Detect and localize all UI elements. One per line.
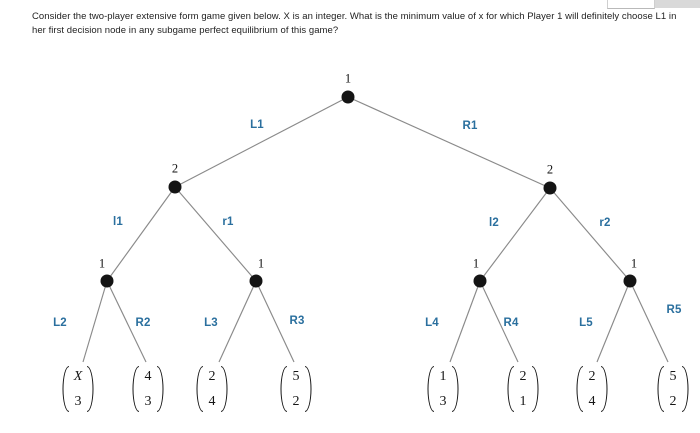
paren-right-icon (681, 366, 690, 412)
paren-left-icon (62, 366, 71, 412)
tree-edges (82, 96, 669, 363)
toolbar-input-box[interactable] (607, 0, 655, 9)
toolbar-grey-panel (655, 0, 700, 8)
edge-l2 (479, 187, 551, 282)
paren-right-icon (220, 366, 229, 412)
paren-left-icon (427, 366, 436, 412)
paren-left-icon (657, 366, 666, 412)
payoff-p2: 4 (588, 394, 596, 409)
edge-L2 (82, 280, 108, 363)
paren-left-icon (576, 366, 585, 412)
edge-R2 (106, 280, 147, 363)
paren-left-icon (132, 366, 141, 412)
node-player-label-root: 1 (344, 71, 352, 86)
edge-R4 (479, 280, 519, 363)
edge-L1 (174, 96, 349, 188)
edge-R1 (347, 96, 551, 189)
edge-L5 (596, 280, 631, 363)
decision-node-root[interactable] (341, 90, 355, 104)
payoff-p1: 1 (439, 369, 447, 384)
branch-label-R1: R1 (462, 120, 478, 132)
payoff-p1: 2 (208, 369, 216, 384)
question-prompt: Consider the two-player extensive form g… (32, 11, 677, 36)
branch-label-l2: l2 (489, 217, 499, 229)
edge-r2 (549, 187, 631, 282)
paren-left-icon (196, 366, 205, 412)
cropped-toolbar-fragment (607, 0, 700, 9)
payoff-p1: 2 (519, 369, 527, 384)
decision-node-right-p2[interactable] (543, 181, 557, 195)
paren-right-icon (600, 366, 609, 412)
node-player-label-lr: 1 (257, 256, 265, 271)
branch-label-L4: L4 (425, 317, 439, 329)
paren-right-icon (451, 366, 460, 412)
branch-label-r1: r1 (222, 216, 234, 228)
node-player-label-right-p2: 2 (546, 162, 554, 177)
paren-right-icon (531, 366, 540, 412)
branch-label-r2: r2 (599, 217, 611, 229)
branch-label-l1: l1 (113, 216, 123, 228)
branch-label-R3: R3 (289, 315, 305, 327)
payoff-p2: 2 (292, 394, 300, 409)
node-player-label-rl: 1 (472, 256, 480, 271)
tree-nodes (100, 90, 637, 288)
decision-node-rr[interactable] (623, 274, 637, 288)
branch-label-L1: L1 (250, 119, 264, 131)
paren-right-icon (156, 366, 165, 412)
payoff-p1: 4 (144, 369, 152, 384)
branch-label-R2: R2 (135, 317, 151, 329)
payoff-p2: 3 (74, 394, 82, 409)
paren-right-icon (304, 366, 313, 412)
branch-label-L3: L3 (204, 317, 218, 329)
branch-label-L5: L5 (579, 317, 593, 329)
edge-l1 (106, 186, 176, 282)
paren-right-icon (86, 366, 95, 412)
payoff-p1: 5 (669, 369, 677, 384)
paren-left-icon (280, 366, 289, 412)
paren-left-icon (507, 366, 516, 412)
branch-label-R5: R5 (666, 304, 682, 316)
edge-r1 (174, 186, 257, 282)
payoff-p1: 5 (292, 369, 300, 384)
payoff-p2: 1 (519, 394, 527, 409)
node-player-label-ll: 1 (98, 256, 106, 271)
payoff-p2: 4 (208, 394, 216, 409)
edge-R3 (255, 280, 295, 363)
decision-node-lr[interactable] (249, 274, 263, 288)
node-player-label-left-p2: 2 (171, 161, 179, 176)
decision-node-rl[interactable] (473, 274, 487, 288)
payoff-p1: 2 (588, 369, 596, 384)
edge-L4 (449, 280, 481, 363)
payoff-p2: 3 (144, 394, 152, 409)
payoff-p2: 2 (669, 394, 677, 409)
node-player-label-rr: 1 (630, 256, 638, 271)
edge-L3 (218, 280, 257, 363)
decision-node-ll[interactable] (100, 274, 114, 288)
payoff-p1: X (73, 369, 83, 384)
branch-label-R4: R4 (503, 317, 519, 329)
branch-label-L2: L2 (53, 317, 67, 329)
decision-node-left-p2[interactable] (168, 180, 182, 194)
edge-R5 (629, 280, 669, 363)
payoff-p2: 3 (439, 394, 447, 409)
